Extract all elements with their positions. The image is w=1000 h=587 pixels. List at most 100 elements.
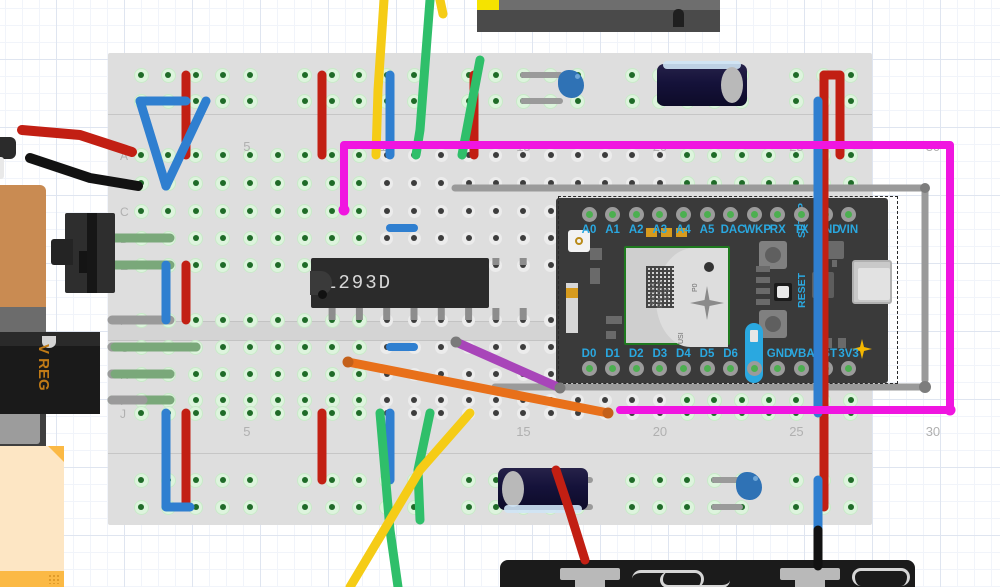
breadboard-hole[interactable] [680,393,694,407]
breadboard-hole[interactable] [844,94,858,108]
breadboard-hole[interactable] [161,204,175,218]
dc-motor-top[interactable] [477,0,720,32]
breadboard-hole[interactable] [789,94,803,108]
breadboard-hole[interactable] [298,500,312,514]
red-wire-rail-corner[interactable] [819,70,845,160]
breadboard-hole[interactable] [680,473,694,487]
breadboard-hole[interactable] [243,258,257,272]
breadboard-hole[interactable] [352,406,366,420]
breadboard-hole[interactable] [216,68,230,82]
photon-pin-pad-a5[interactable] [699,207,715,222]
breadboard-hole[interactable] [325,500,339,514]
motor-lead-yellow[interactable] [435,0,448,19]
breadboard-hole[interactable] [407,68,421,82]
breadboard-hole[interactable] [189,367,203,381]
breadboard-hole[interactable] [352,473,366,487]
breadboard-hole[interactable] [434,231,448,245]
breadboard-hole[interactable] [243,204,257,218]
breadboard-hole[interactable] [489,94,503,108]
breadboard-hole[interactable] [134,473,148,487]
breadboard-hole[interactable] [243,340,257,354]
breadboard-hole[interactable] [298,94,312,108]
breadboard-hole[interactable] [352,393,366,407]
breadboard-hole[interactable] [271,340,284,354]
breadboard-hole[interactable] [243,393,257,407]
breadboard-hole[interactable] [544,313,557,327]
breadboard-hole[interactable] [161,148,175,162]
breadboard-hole[interactable] [789,68,803,82]
photon-pin-pad-d6[interactable] [723,361,739,376]
breadboard-hole[interactable] [407,94,421,108]
breadboard-hole[interactable] [352,231,366,245]
breadboard-hole[interactable] [380,176,394,190]
breadboard-hole[interactable] [189,68,203,82]
breadboard-hole[interactable] [243,473,257,487]
breadboard-hole[interactable] [653,500,667,514]
green-wire-top-1[interactable] [411,0,435,160]
breadboard-hole[interactable] [189,231,203,245]
breadboard-hole[interactable] [544,204,557,218]
blue-wire-diag-1[interactable] [135,96,171,191]
breadboard-hole[interactable] [298,340,312,354]
breadboard-hole[interactable] [516,204,530,218]
breadboard-hole[interactable] [325,406,339,420]
breadboard-hole[interactable] [189,393,203,407]
breadboard-hole[interactable] [216,148,230,162]
breadboard-hole[interactable] [243,367,257,381]
breadboard-hole[interactable] [789,500,803,514]
breadboard-hole[interactable] [298,406,312,420]
breadboard-hole[interactable] [653,393,667,407]
breadboard-hole[interactable] [489,204,503,218]
battery-positive-lead[interactable] [17,125,137,157]
breadboard-hole[interactable] [216,406,230,420]
photon-pin-pad-d2[interactable] [628,361,644,376]
breadboard-hole[interactable] [434,176,448,190]
electrolytic-capacitor-bottom[interactable] [498,468,588,513]
breadboard-hole[interactable] [762,393,776,407]
breadboard-hole[interactable] [216,340,230,354]
breadboard-hole[interactable] [134,500,148,514]
breadboard-hole[interactable] [625,68,639,82]
breadboard-hole[interactable] [352,68,366,82]
breadboard-hole[interactable] [653,473,667,487]
photon-pin-pad-wkp[interactable] [746,207,762,222]
breadboard-hole[interactable] [352,176,366,190]
breadboard-hole[interactable] [434,393,448,407]
breadboard-hole[interactable] [625,148,639,162]
breadboard-hole[interactable] [544,148,557,162]
photon-pin-pad-d0[interactable] [581,361,597,376]
breadboard-hole[interactable] [325,393,339,407]
breadboard-hole[interactable] [189,204,203,218]
breadboard-hole[interactable] [134,68,148,82]
breadboard-hole[interactable] [462,231,476,245]
setup-button[interactable] [759,241,787,269]
breadboard-hole[interactable] [352,204,366,218]
photon-pin-pad-d3[interactable] [652,361,668,376]
breadboard-hole[interactable] [271,367,284,381]
photon-pin-pad-d4[interactable] [675,361,691,376]
breadboard-hole[interactable] [298,393,312,407]
breadboard-hole[interactable] [680,148,694,162]
breadboard-hole[interactable] [516,406,530,420]
breadboard-hole[interactable] [352,340,366,354]
breadboard-hole[interactable] [189,313,203,327]
breadboard-hole[interactable] [271,258,284,272]
red-wire-to-bottom-device[interactable] [551,465,590,565]
photon-pin-pad-rx[interactable] [770,207,786,222]
breadboard-hole[interactable] [298,204,312,218]
breadboard-hole[interactable] [216,313,230,327]
breadboard-hole[interactable] [625,473,639,487]
voltage-regulator[interactable]: V REG [0,332,100,414]
photon-pin-pad-d5[interactable] [699,361,715,376]
breadboard-hole[interactable] [243,68,257,82]
breadboard-hole[interactable] [352,148,366,162]
particle-photon-board[interactable]: 850104 BM-09-S 573 P0 USI SETUP RESET [556,196,898,384]
breadboard-hole[interactable] [735,148,749,162]
photon-pin-pad-a4[interactable] [675,207,691,222]
photon-pin-pad-a1[interactable] [605,207,621,222]
breadboard-hole[interactable] [216,176,230,190]
breadboard-hole[interactable] [325,473,339,487]
breadboard-hole[interactable] [434,406,448,420]
breadboard-hole[interactable] [844,68,858,82]
